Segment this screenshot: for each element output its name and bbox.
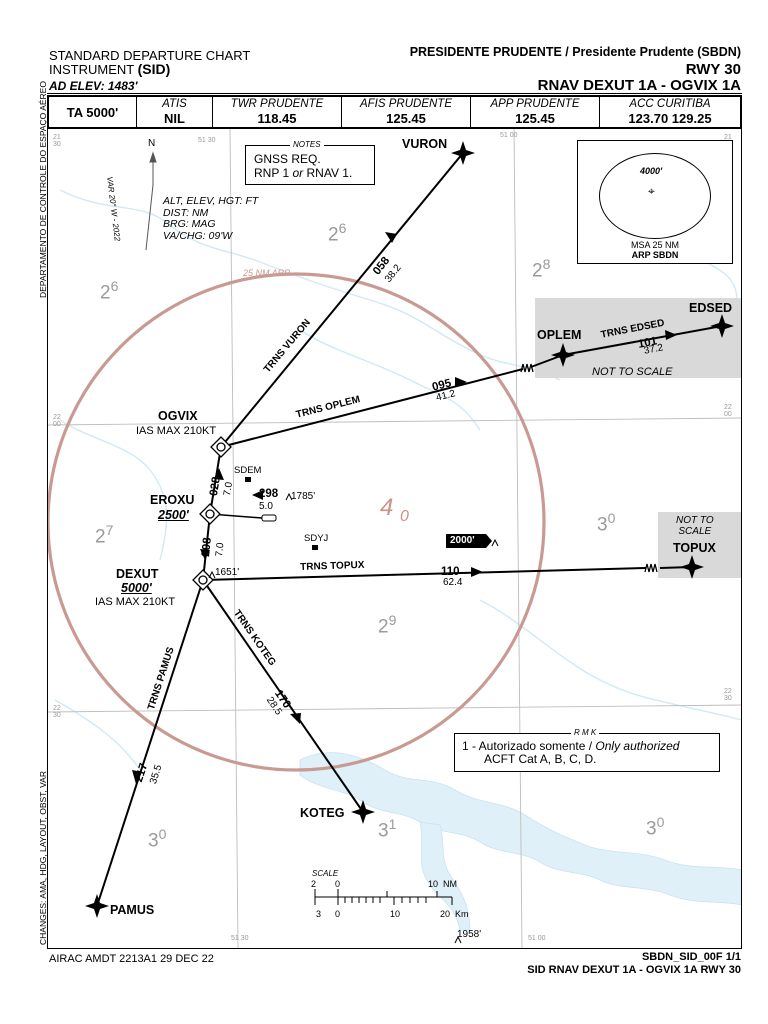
footer-chart-id: SBDN_SID_00F 1/1 bbox=[641, 951, 741, 963]
chart-type-instrument: INSTRUMENT bbox=[49, 62, 134, 77]
freq-value: 125.45 bbox=[386, 111, 426, 126]
route-koteg bbox=[202, 579, 364, 813]
river-lines bbox=[54, 169, 742, 771]
arrow-koteg bbox=[290, 713, 301, 724]
arrow-pamus bbox=[132, 770, 142, 784]
scale-bar bbox=[314, 889, 453, 905]
not-to-scale-box-edsed bbox=[535, 298, 742, 378]
route-edsed bbox=[562, 325, 723, 356]
obstacle-1651-icon bbox=[208, 570, 216, 579]
arrow-edsed bbox=[665, 330, 677, 340]
ta-value: TA 5000' bbox=[66, 104, 119, 120]
waypoint-ogvix-icon bbox=[210, 436, 232, 458]
leg-eroxu-dexut bbox=[202, 513, 211, 581]
var-line bbox=[145, 184, 154, 251]
navaid-sdem-icon bbox=[245, 477, 251, 482]
waypoint-vuron-icon bbox=[451, 141, 475, 165]
leg-ogvix-eroxu bbox=[209, 446, 222, 515]
chart-type-abbr: (SID) bbox=[137, 61, 171, 77]
procedure-name: RNAV DEXUT 1A - OGVIX 1A bbox=[537, 77, 741, 94]
departure-map bbox=[47, 128, 742, 949]
map-frame bbox=[47, 128, 742, 949]
waypoint-pamus-icon bbox=[85, 894, 109, 918]
arrow-oplem bbox=[455, 377, 467, 387]
runway: RWY 30 bbox=[685, 61, 741, 78]
ad-elevation: AD ELEV: 1483' bbox=[49, 79, 138, 93]
arp-25nm-ring bbox=[47, 272, 546, 772]
obstacle-box-icon bbox=[491, 538, 499, 547]
header-rule bbox=[47, 93, 742, 94]
route-pamus bbox=[96, 579, 204, 907]
freq-value: 118.45 bbox=[257, 111, 297, 126]
waypoint-topux-icon bbox=[680, 555, 704, 579]
waypoint-oplem-icon bbox=[551, 343, 575, 367]
reservoir-arm bbox=[419, 821, 471, 931]
freq-value: 123.70 129.25 bbox=[628, 111, 712, 126]
freq-title: ACC CURITIBA bbox=[629, 98, 711, 110]
chart-type-line1: STANDARD DEPARTURE CHART bbox=[49, 48, 251, 63]
waypoint-dexut-icon bbox=[192, 569, 214, 591]
footer-chart-name: SID RNAV DEXUT 1A - OGVIX 1A RWY 30 bbox=[527, 964, 741, 976]
altitude-box bbox=[446, 534, 492, 548]
route-oplem-a bbox=[220, 368, 524, 448]
footer-airac: AIRAC AMDT 2213A1 29 DEC 22 bbox=[49, 953, 214, 965]
chart-type-line2: INSTRUMENT (SID) bbox=[49, 61, 171, 78]
obstacle-1785-icon bbox=[285, 492, 293, 501]
break-oplem bbox=[520, 363, 534, 373]
transition-altitude: TA 5000' bbox=[49, 97, 137, 127]
freq-title: AFIS PRUDENTE bbox=[359, 98, 452, 110]
freq-title: APP PRUDENTE bbox=[490, 98, 580, 110]
arrow-leg1 bbox=[214, 468, 224, 480]
route-topux-a bbox=[202, 567, 647, 581]
arrow-topux bbox=[471, 567, 483, 577]
runway-symbol bbox=[261, 514, 277, 522]
waypoint-edsed-icon bbox=[710, 314, 734, 338]
lat-lon-grid bbox=[47, 128, 742, 949]
freq-title: TWR PRUDENTE bbox=[230, 98, 324, 110]
obstacle-1958-icon bbox=[454, 935, 462, 944]
waypoint-koteg-icon bbox=[351, 800, 375, 824]
arrow-leg2 bbox=[200, 549, 210, 560]
freq-title: ATIS bbox=[162, 98, 187, 110]
waypoint-eroxu-icon bbox=[199, 503, 221, 525]
route-vuron bbox=[220, 152, 464, 448]
freq-value: 125.45 bbox=[515, 111, 555, 126]
north-arrow-icon bbox=[149, 151, 157, 163]
arrow-rwy bbox=[252, 490, 263, 500]
navaid-sdyj-icon bbox=[312, 545, 318, 550]
freq-value: NIL bbox=[164, 111, 185, 126]
airport-name: PRESIDENTE PRUDENTE / Presidente Prudent… bbox=[409, 45, 741, 59]
break-topux bbox=[644, 563, 658, 573]
arrow-vuron bbox=[385, 232, 397, 243]
